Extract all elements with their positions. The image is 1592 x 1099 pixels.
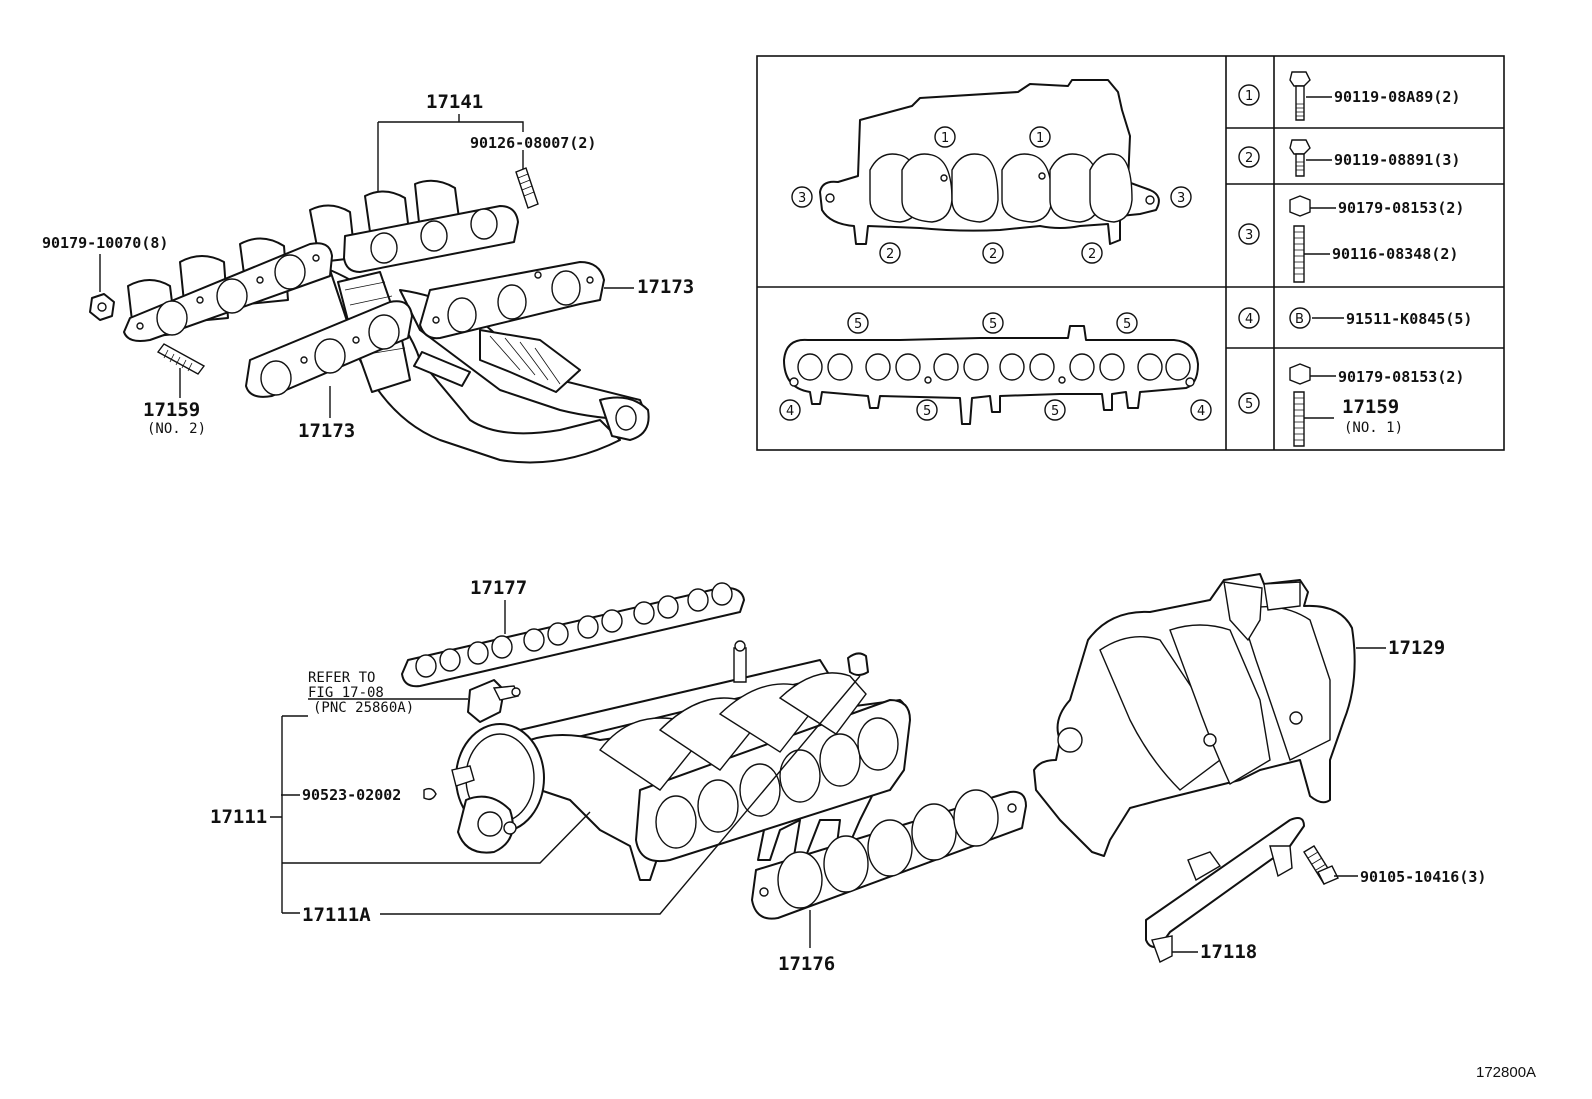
label-90523-02002: 90523-02002 [302, 786, 401, 804]
label-90126-08007: 90126-08007(2) [470, 134, 596, 152]
inset-legend-numbers: 1 2 3 4 5 [1238, 84, 1260, 414]
legend-row-3: 90179-08153(2) 90116-08348(2) [1289, 195, 1464, 283]
marker-5a: 5 [854, 317, 862, 332]
stud-17159-no2 [156, 343, 206, 375]
marker-2b: 2 [989, 247, 997, 262]
label-90179-10070: 90179-10070(8) [42, 234, 168, 252]
legend-part-5b: 17159 [1342, 396, 1399, 418]
inset-lower-markers: 5 5 5 4 5 5 4 [779, 312, 1212, 421]
intake-manifold-group: 17177 REFER TO FIG 17-08 (PNC 25860A) [210, 573, 1486, 975]
figure-id: 172800A [1476, 1064, 1536, 1081]
refer-line-2: FIG 17-08 [308, 685, 384, 701]
marker-1b: 1 [1036, 131, 1044, 146]
label-17173-lower: 17173 [298, 420, 355, 442]
marker-4a: 4 [786, 404, 794, 419]
stud-icon-5 [1293, 391, 1305, 447]
label-17177: 17177 [470, 577, 527, 599]
bolt-90105 [1303, 845, 1339, 885]
legend-part-4: 91511-K0845(5) [1346, 310, 1472, 328]
legend-num-1: 1 [1245, 89, 1253, 104]
label-17176: 17176 [778, 953, 835, 975]
legend-part-3b: 90116-08348(2) [1332, 245, 1458, 263]
marker-4b: 4 [1197, 404, 1205, 419]
bracket-17111 [270, 715, 591, 914]
legend-note-5: (NO. 1) [1344, 420, 1403, 436]
nut-icon-5 [1289, 363, 1311, 385]
marker-2a: 2 [886, 247, 894, 262]
leader-17111A [380, 675, 861, 915]
fastener-inset: 1 1 3 3 2 2 2 [756, 55, 1505, 451]
marker-3b: 3 [1177, 191, 1185, 206]
legend-marker-b: B [1295, 312, 1304, 327]
marker-1a: 1 [941, 131, 949, 146]
legend-part-2: 90119-08891(3) [1334, 151, 1460, 169]
nut-icon-3 [1289, 195, 1311, 217]
note-17159-no2: (NO. 2) [147, 421, 206, 437]
label-17111A: 17111A [302, 904, 371, 926]
gasket-17177 [401, 582, 745, 688]
marker-5b: 5 [989, 317, 997, 332]
stud-90126 [515, 167, 539, 209]
gasket-17173-lower [245, 300, 413, 398]
stay-17118 [1145, 817, 1305, 963]
gasket-17173-right [419, 261, 605, 340]
label-17173-right: 17173 [637, 276, 694, 298]
legend-row-4: B 91511-K0845(5) [1289, 307, 1472, 329]
marker-5e: 5 [1051, 404, 1059, 419]
marker-5d: 5 [923, 404, 931, 419]
marker-2c: 2 [1088, 247, 1096, 262]
sensor-25860a [467, 679, 521, 723]
gasket-rear-upper [343, 205, 519, 273]
marker-5c: 5 [1123, 317, 1131, 332]
intake-plenum-17129 [1033, 573, 1356, 857]
marker-3a: 3 [798, 191, 806, 206]
inset-frame [756, 55, 1505, 451]
label-17141: 17141 [426, 91, 483, 113]
bolt-head-icon [1289, 71, 1311, 87]
inset-lower-gasket [783, 325, 1199, 425]
nut-90179-10070 [89, 293, 115, 321]
legend-num-5: 5 [1245, 397, 1253, 412]
legend-num-2: 2 [1245, 151, 1253, 166]
legend-num-3: 3 [1245, 228, 1253, 243]
label-17159-no2: 17159 [143, 399, 200, 421]
legend-num-4: 4 [1245, 312, 1253, 327]
gasket-left-flange [123, 242, 333, 342]
label-17129: 17129 [1388, 637, 1445, 659]
legend-row-5: 90179-08153(2) 17159 (NO. 1) [1289, 363, 1464, 447]
inset-upper-markers: 1 1 3 3 2 2 2 [791, 126, 1192, 264]
inset-grid [757, 56, 1504, 450]
gasket-17176 [751, 789, 1027, 920]
refer-line-1: REFER TO [308, 670, 375, 686]
legend-part-3a: 90179-08153(2) [1338, 199, 1464, 217]
legend-row-1: 90119-08A89(2) [1289, 71, 1460, 121]
legend-row-2: 90119-08891(3) [1289, 139, 1460, 177]
bolt-head-icon-2 [1289, 139, 1311, 155]
inset-upper-gasket [819, 79, 1160, 245]
refer-line-3: (PNC 25860A) [313, 700, 414, 716]
clip-90523 [423, 787, 437, 801]
legend-part-5a: 90179-08153(2) [1338, 368, 1464, 386]
label-90105-10416: 90105-10416(3) [1360, 868, 1486, 886]
legend-part-1: 90119-08A89(2) [1334, 88, 1460, 106]
label-17111: 17111 [210, 806, 267, 828]
exhaust-manifold-group: 17141 90126-08007(2) [42, 91, 694, 464]
label-17118: 17118 [1200, 941, 1257, 963]
